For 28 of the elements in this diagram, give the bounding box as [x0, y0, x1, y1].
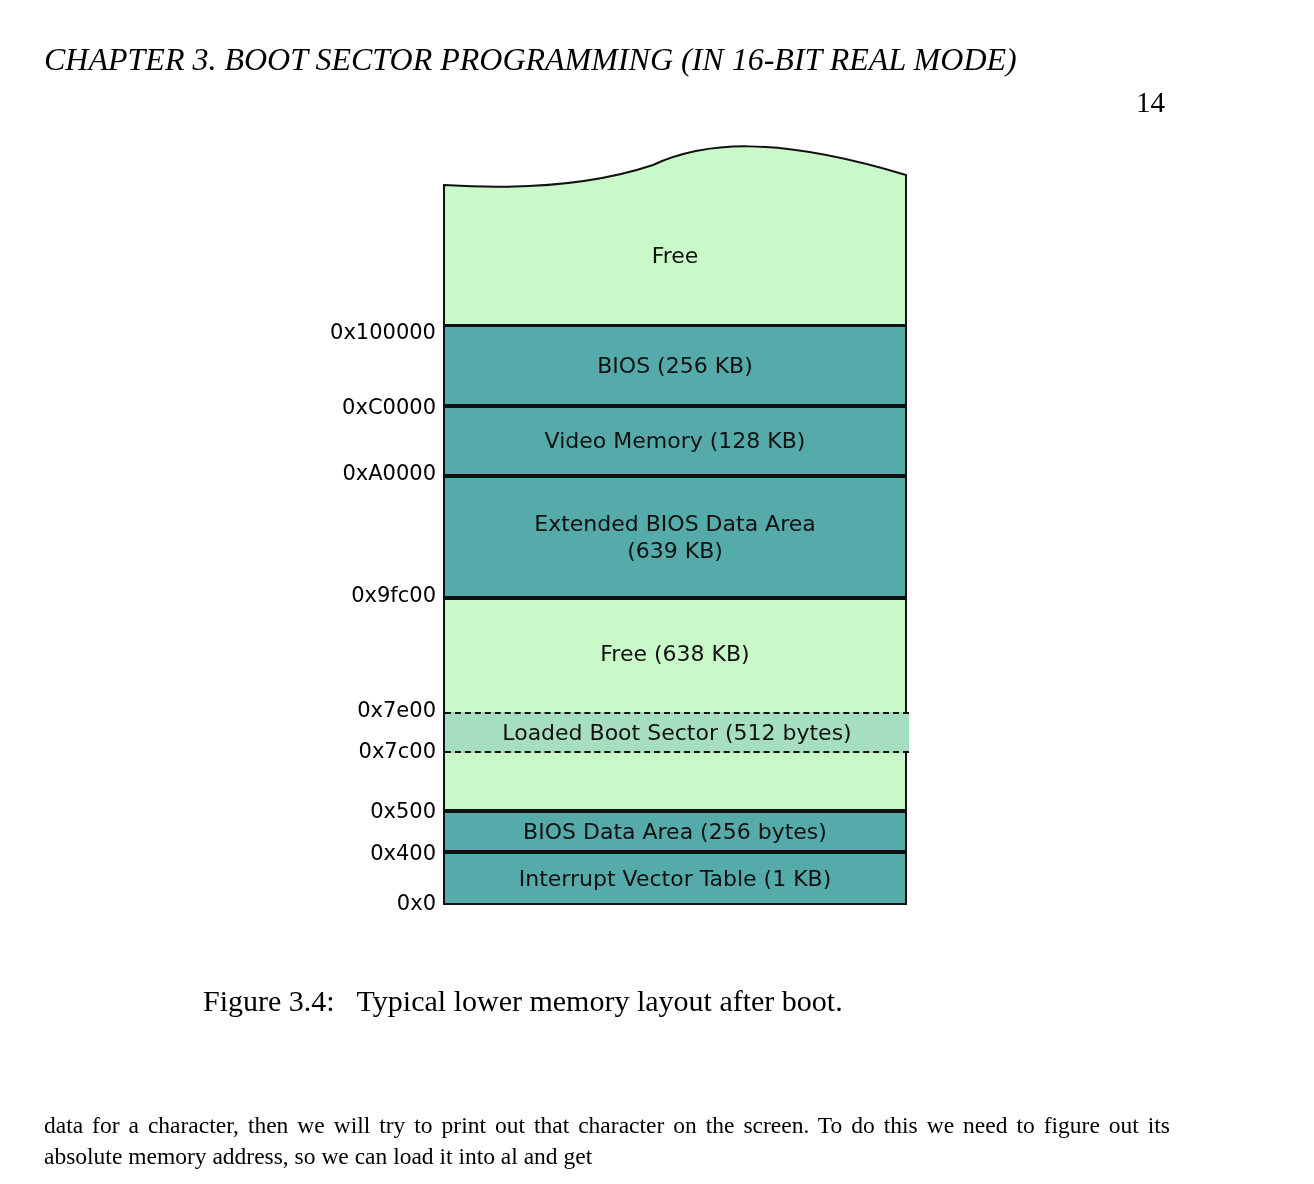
address-label: 0x100000 [329, 320, 436, 344]
memory-region-box [443, 406, 907, 476]
region-label: Free (638 KB) [600, 640, 750, 668]
memory-region-band [445, 712, 909, 753]
region-label: Video Memory (128 KB) [544, 427, 806, 455]
address-label: 0x400 [369, 841, 436, 865]
region-label: Loaded Boot Sector (512 bytes) [502, 718, 852, 747]
address-label: 0x0 [395, 891, 436, 915]
memory-region-box [443, 598, 907, 811]
address-label: 0x7e00 [356, 698, 436, 722]
region-label: Interrupt Vector Table (1 KB) [518, 864, 832, 893]
address-label: 0x7c00 [357, 739, 436, 763]
address-label: 0x9fc00 [350, 583, 436, 607]
chapter-header: CHAPTER 3. BOOT SECTOR PROGRAMMING (IN 16-BIT REAL MODE) [44, 42, 1018, 76]
address-label: 0x500 [369, 799, 436, 823]
memory-region-box [443, 325, 907, 406]
figure-caption: Figure 3.4: Typical lower memory layout after boot. [203, 984, 843, 1018]
region-label: BIOS (256 KB) [597, 351, 753, 380]
body-paragraph: data for a character, then we will try to print out that character on the screen. To do this we need to figure out its absolute memory address, so we can load it into al and get [44, 1111, 1170, 1171]
address-label: 0xA0000 [341, 461, 436, 485]
region-label: Extended BIOS Data Area (639 KB) [533, 509, 817, 565]
memory-region-box [443, 476, 907, 598]
region-label: Free [651, 241, 699, 270]
address-label: 0xC0000 [341, 395, 436, 419]
memory-region-box [443, 852, 907, 905]
page-number: 14 [1136, 86, 1165, 119]
memory-region-box [443, 811, 907, 852]
region-label: BIOS Data Area (256 bytes) [523, 817, 827, 846]
